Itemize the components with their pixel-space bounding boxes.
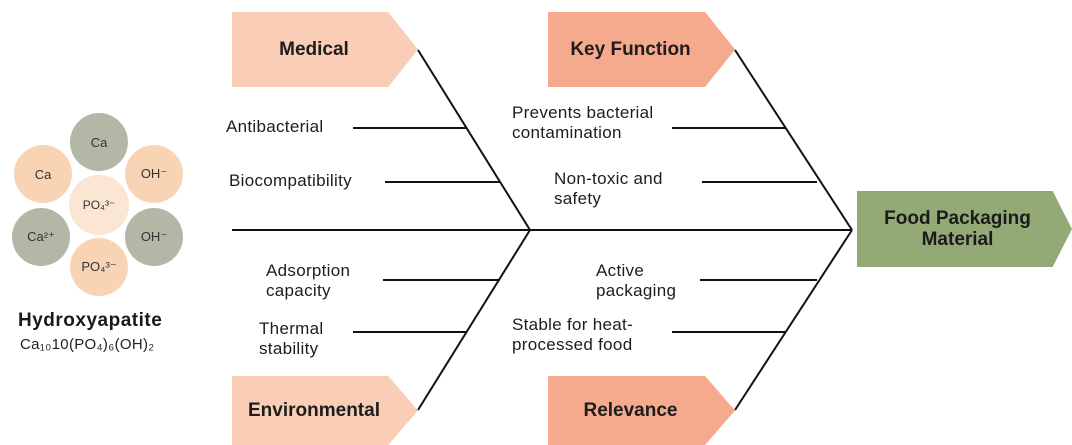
category-environmental: Environmental <box>232 376 418 445</box>
effect-head-line1: Food Packaging <box>884 208 1031 229</box>
category-key-function: Key Function <box>548 12 735 87</box>
category-relevance-label: Relevance <box>583 399 678 421</box>
cause-thermal: Thermal stability <box>259 319 323 359</box>
category-medical: Medical <box>232 12 418 87</box>
cause-prevents: Prevents bacterial contamination <box>512 103 653 143</box>
cause-active-line1: Active <box>596 261 645 280</box>
cause-adsorption-line2: capacity <box>266 281 331 300</box>
atom-center-top: PO₄³⁻ <box>69 175 129 235</box>
category-environmental-label: Environmental <box>248 399 380 421</box>
atom-right-top: OH⁻ <box>125 145 183 203</box>
atom-left-bottom: Ca²⁺ <box>12 208 70 266</box>
atom-center-bottom: PO₄³⁻ <box>70 238 128 296</box>
bone-environmental <box>417 229 531 411</box>
molecule-name: Hydroxyapatite <box>18 310 163 331</box>
cause-prevents-line2: contamination <box>512 123 622 142</box>
effect-head-line2: Material <box>921 229 994 250</box>
cause-thermal-line2: stability <box>259 339 319 358</box>
bone-relevance <box>734 229 853 411</box>
cause-active-line2: packaging <box>596 281 677 300</box>
cause-nontoxic-line2: safety <box>554 189 602 208</box>
cause-nontoxic-line1: Non-toxic and <box>554 169 663 188</box>
category-medical-label: Medical <box>279 38 349 60</box>
cause-adsorption: Adsorption capacity <box>266 261 350 301</box>
effect-head: Food Packaging Material <box>857 191 1072 267</box>
cause-biocompatibility: Biocompatibility <box>229 171 352 190</box>
cause-stable: Stable for heat- processed food <box>512 315 633 355</box>
category-key-function-label: Key Function <box>570 38 691 60</box>
effect-head-label: Food Packaging Material <box>884 208 1045 250</box>
category-relevance: Relevance <box>548 376 735 445</box>
cause-thermal-line1: Thermal <box>259 319 324 338</box>
atom-left: Ca <box>14 145 72 203</box>
atom-right-bottom: OH⁻ <box>125 208 183 266</box>
cause-adsorption-line1: Adsorption <box>266 261 351 280</box>
cause-stable-line2: processed food <box>512 335 633 354</box>
molecule-formula: Ca₁₀10(PO₄)₆(OH)₂ <box>20 336 155 353</box>
cause-nontoxic: Non-toxic and safety <box>554 169 663 209</box>
cause-antibacterial: Antibacterial <box>226 117 324 136</box>
bone-medical <box>417 49 531 231</box>
cause-stable-line1: Stable for heat- <box>512 315 634 334</box>
atom-top: Ca <box>70 113 128 171</box>
cause-active: Active packaging <box>596 261 676 301</box>
cause-prevents-line1: Prevents bacterial <box>512 103 654 122</box>
bone-key-function <box>734 49 853 231</box>
